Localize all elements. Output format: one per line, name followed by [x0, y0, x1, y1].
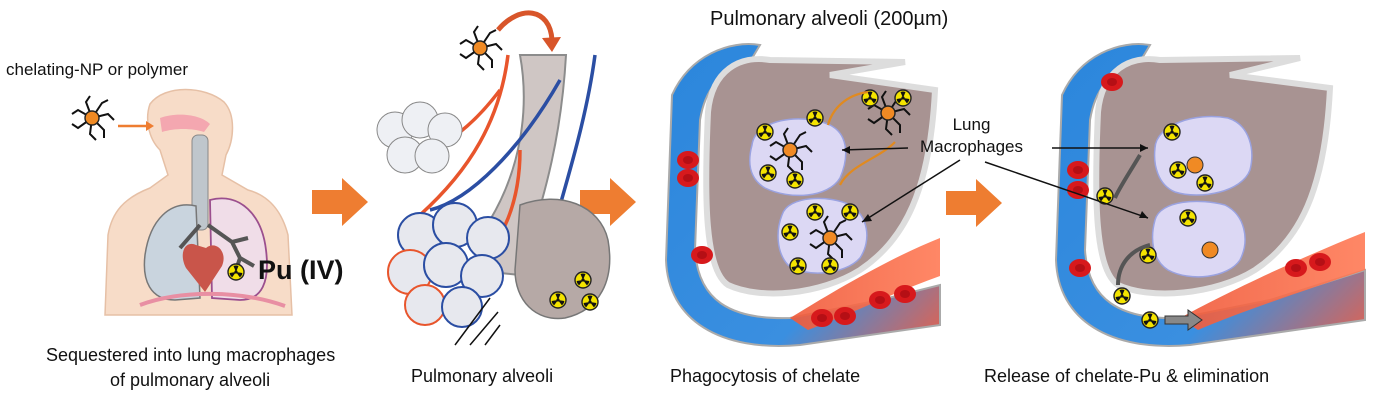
release-arrow [1113, 153, 1142, 199]
radiation-icon [227, 263, 245, 281]
red-blood-cell [677, 169, 699, 187]
process-arrow-icon [946, 179, 1002, 227]
elimination-arrow-icon [1164, 309, 1203, 331]
cut-alveolus [514, 198, 611, 320]
red-blood-cell [677, 151, 699, 169]
nasal-cavity [160, 114, 210, 132]
radiation-icon [549, 291, 567, 309]
panel-release [1054, 43, 1366, 347]
red-blood-cell [834, 307, 856, 325]
radiation-icon [894, 89, 912, 107]
radiation-icon [581, 293, 599, 311]
chelate-nanoparticle-icon [459, 25, 503, 71]
macrophage-upper [749, 109, 847, 197]
caption-sequestered-line2: of pulmonary alveoli [110, 370, 271, 390]
release-arrow [1116, 243, 1151, 286]
right-lung [209, 197, 268, 301]
pointer-lines [454, 297, 501, 346]
capillary-vessel [1054, 43, 1366, 347]
red-blood-cell [811, 309, 833, 327]
panel-phagocytosis [664, 43, 941, 347]
red-blood-cell [1309, 253, 1331, 271]
alveolar-sac-upper [376, 101, 463, 174]
caption-phagocytosis: Phagocytosis of chelate [670, 366, 861, 386]
red-blood-cell [894, 285, 916, 303]
red-blood-cell [1101, 73, 1123, 91]
bronchi [178, 223, 255, 271]
red-blood-cell [1285, 259, 1307, 277]
macrophage-upper [1153, 115, 1253, 196]
lung-macrophages-label: Lung Macrophages [920, 115, 1024, 156]
alveoli-size-title: Pulmonary alveoli (200µm) [710, 8, 949, 30]
radiation-icon [1113, 287, 1131, 305]
chelate-nanoparticle-icon [71, 95, 115, 141]
curved-arrow-icon [496, 10, 555, 41]
red-blood-cell [691, 246, 713, 264]
red-blood-cell [1069, 259, 1091, 277]
red-blood-cell [869, 291, 891, 309]
macrophage-lower [777, 197, 868, 275]
radiation-icon [574, 271, 592, 289]
capillary-vessel [664, 43, 941, 347]
inhaled-agent-label: chelating-NP or polymer [6, 60, 189, 79]
engulf-arrow [826, 90, 869, 126]
radiation-icon [1141, 311, 1159, 329]
plutonium-label: Pu (IV) [258, 255, 344, 285]
panel-inhalation [71, 88, 293, 316]
caption-release-elimination: Release of chelate-Pu & elimination [984, 366, 1270, 386]
heart [182, 243, 224, 292]
inhale-arrow-head [146, 121, 154, 131]
caption-sequestered-line1: Sequestered into lung macrophages [46, 345, 336, 365]
panel-alveoli [376, 10, 611, 346]
caption-pulmonary-alveoli: Pulmonary alveoli [411, 366, 554, 386]
process-arrow-icon [312, 178, 368, 226]
engulf-arrow [839, 141, 896, 186]
curved-arrow-head [542, 37, 561, 52]
macrophage-lower [1151, 200, 1246, 278]
macrophage-pointer-lines [841, 144, 1149, 223]
diaphragm [139, 291, 286, 308]
lower-artery [790, 238, 940, 330]
red-blood-cell [1067, 161, 1089, 179]
alveolar-sac-lower [387, 202, 510, 328]
